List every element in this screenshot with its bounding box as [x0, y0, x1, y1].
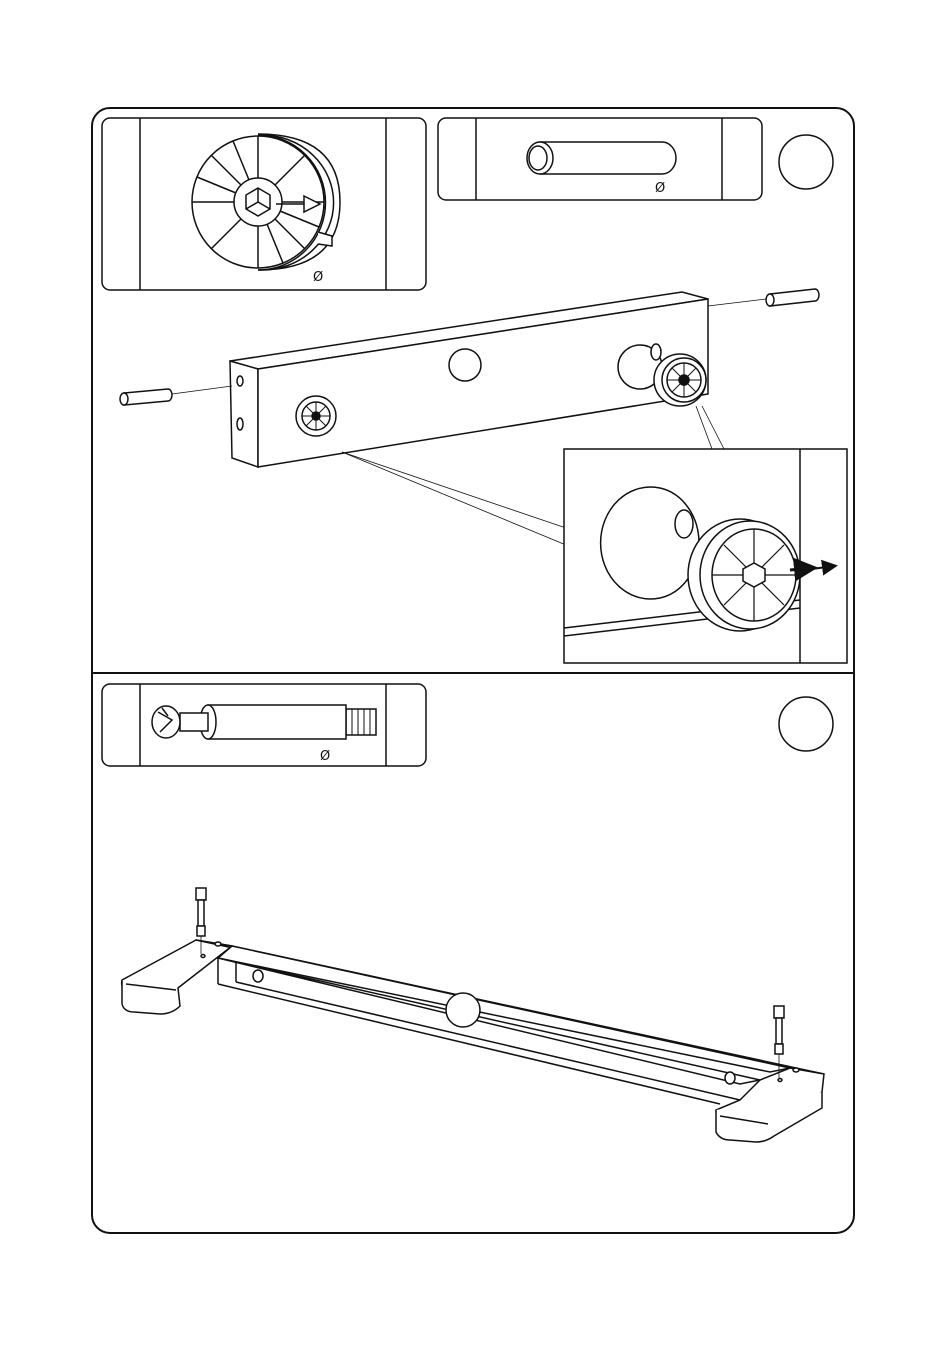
step2-panel: Ø	[102, 684, 833, 1142]
step1-panel: Ø Ø	[102, 118, 847, 663]
cam-lock-card: Ø	[102, 118, 426, 290]
cam-lock-detail-view	[564, 449, 847, 663]
step2-number-circle	[779, 697, 833, 751]
cam-lock-icon	[192, 134, 340, 270]
dowel-diameter-symbol: Ø	[655, 181, 665, 196]
dowel-icon	[527, 142, 676, 174]
base-rail-illustration	[122, 888, 824, 1142]
step1-number-circle	[779, 135, 833, 189]
connector-bolt-card: Ø	[102, 684, 426, 766]
dowel-card: Ø	[438, 118, 762, 200]
cam-lock-diameter-symbol: Ø	[313, 270, 323, 285]
bolt-diameter-symbol: Ø	[320, 749, 330, 764]
connector-bolt-icon	[152, 705, 376, 739]
